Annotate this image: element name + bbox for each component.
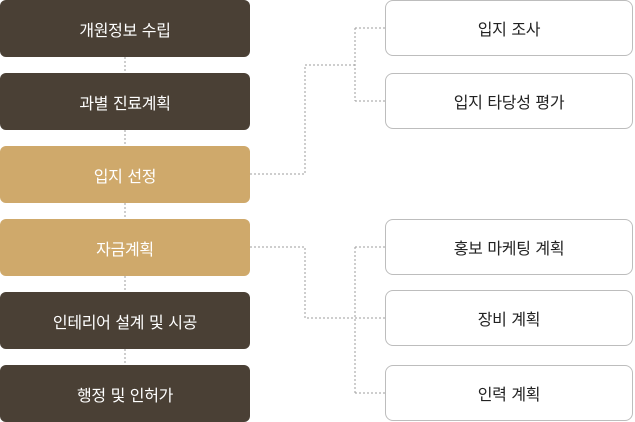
detail-location-survey: 입지 조사 [385,0,633,56]
step-funding-plan: 자금계획 [0,219,250,276]
detail-label: 홍보 마케팅 계획 [453,239,565,258]
step-department-plan: 과별 진료계획 [0,73,250,130]
step-label: 행정 및 인허가 [76,385,174,405]
step-label: 입지 선정 [93,166,157,186]
detail-marketing-plan: 홍보 마케팅 계획 [385,219,633,275]
detail-label: 입지 타당성 평가 [453,93,565,112]
step-label: 자금계획 [96,239,154,259]
detail-equipment-plan: 장비 계획 [385,290,633,346]
step-label: 과별 진료계획 [79,93,171,113]
step-administration-permits: 행정 및 인허가 [0,365,250,422]
funding-branch-connector [250,246,355,319]
step-location-selection: 입지 선정 [0,146,250,203]
step-label: 개원정보 수립 [79,20,171,40]
detail-label: 장비 계획 [477,310,541,329]
detail-label: 입지 조사 [477,20,541,39]
step-label: 인테리어 설계 및 시공 [52,312,198,332]
step-interior-construction: 인테리어 설계 및 시공 [0,292,250,349]
step-clinic-info: 개원정보 수립 [0,0,250,57]
detail-location-feasibility: 입지 타당성 평가 [385,73,633,129]
detail-label: 인력 계획 [477,385,541,404]
detail-staffing-plan: 인력 계획 [385,365,633,421]
location-branch-connector [250,64,355,175]
